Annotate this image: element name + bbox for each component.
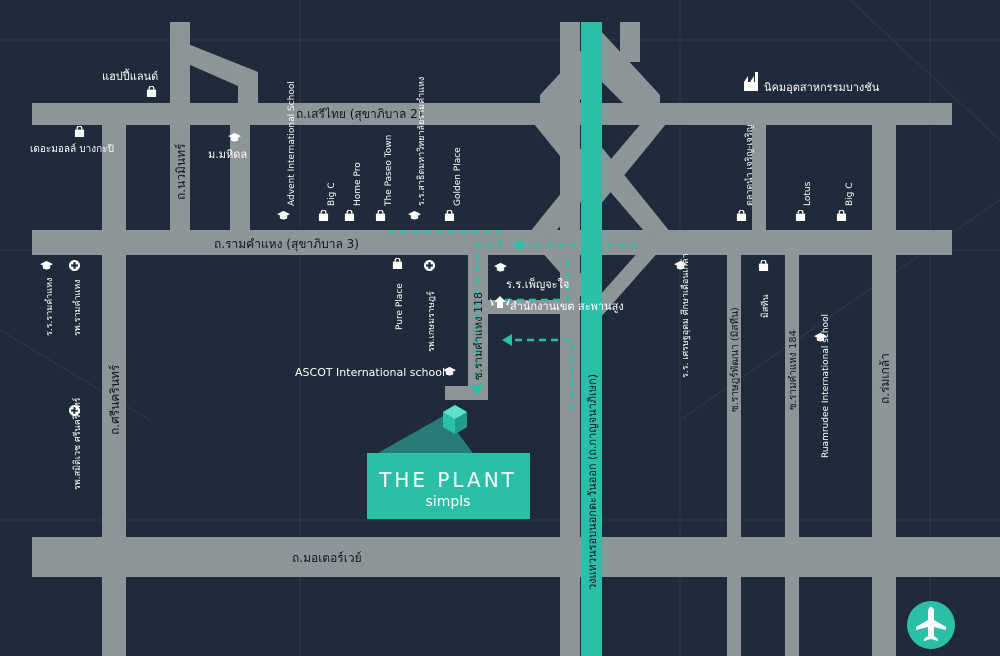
road-label-ramkhamhaeng: ถ.รามคำแหง (สุขาภิบาล 3): [214, 237, 359, 252]
project-badge[interactable]: [367, 453, 530, 519]
road-ramkhamhaeng: [32, 230, 952, 255]
poi-label-happyland: แฮปปี้แลนด์: [102, 68, 158, 83]
poi-label-satit-school: ร.ร.สาธิตมหาวิทยาลัยรามคำแหง: [416, 77, 427, 206]
poi-label-paseo: The Paseo Town: [384, 135, 394, 207]
graduation-cap-icon: [277, 210, 290, 220]
airplane-icon: [907, 601, 955, 649]
hospital-cross-icon: [424, 260, 435, 271]
road-nawamin: [170, 22, 190, 232]
poi-label-advent-school: Advent International School: [287, 81, 297, 206]
road-outer-ring: [581, 22, 602, 656]
road-label-ram-184: ซ.รามคำแหง 184: [788, 330, 799, 410]
route-arrowheads: [470, 239, 522, 396]
shopping-bag-icon: [146, 86, 157, 97]
poi-label-big-c-2: Big C: [845, 182, 855, 206]
road-label-rom-klao: ถ.ร่มเกล้า: [878, 353, 892, 404]
poi-label-ruamrudee-school: Ruamrudee International school: [821, 314, 831, 458]
poi-label-ram-hospital: รพ.รามคำแหง: [72, 279, 83, 336]
road-label-srinakarin: ถ.ศรีนครินทร์: [108, 364, 122, 435]
road-nawamin-branch: [188, 44, 258, 105]
poi-label-homepro: Home Pro: [353, 162, 363, 206]
graduation-cap-icon: [40, 260, 53, 270]
shopping-bag-icon: [392, 258, 403, 269]
project-marker: [378, 405, 480, 463]
poi-label-pure-place: Pure Place: [395, 283, 405, 330]
poi-label-lotus: Lotus: [803, 181, 813, 206]
poi-label-misstine: มิสทีน: [760, 294, 771, 318]
hospital-cross-icon: [69, 260, 80, 271]
poi-label-market: ตลาดนำ เจริญ-เจริญ: [744, 124, 755, 206]
shopping-bag-icon: [318, 210, 329, 221]
shopping-bag-icon: [836, 210, 847, 221]
poi-label-mall-bangkapi: เดอะมอลล์ บางกะปิ: [30, 143, 114, 155]
road-srinakarin: [102, 110, 126, 656]
poi-label-ram-school: ร.ร.รามคำแหง: [44, 278, 55, 336]
shopping-bag-icon: [74, 126, 85, 137]
poi-label-samitivej-hospital: รพ.สมิติเวช ศรีนครินทร์: [71, 397, 83, 490]
road-rat-phatthana: [727, 252, 741, 656]
road-ram-184: [785, 252, 799, 656]
poi-label-mall-bangkapi-text: เดอะมอลล์ บางกะปิ: [30, 143, 114, 155]
graduation-cap-icon: [494, 262, 507, 272]
shopping-bag-icon: [444, 210, 455, 221]
shopping-bag-icon: [758, 260, 769, 271]
road-label-rat-phatthana: ซ.ราษฎร์พัฒนา (มิสทีน): [729, 307, 741, 412]
shopping-bag-icon: [736, 210, 747, 221]
shopping-bag-icon: [344, 210, 355, 221]
shopping-bag-icon: [375, 210, 386, 221]
shopping-bag-icon: [795, 210, 806, 221]
poi-label-mahidol: ม.มหิดล: [208, 148, 247, 161]
factory-icon: [744, 72, 758, 91]
poi-label-district-office: สำนักงานเขต สะพานสูง: [510, 300, 624, 313]
road-motorway: [32, 537, 1000, 577]
road-label-outer-ring: วงแหวนรอบนอกตะวันออก (ถ.กาญจนาภิเษก): [586, 374, 599, 590]
project-subtitle: simpls: [426, 494, 471, 510]
road-label-ram-118: ซ.รามคำแหง 118: [472, 292, 485, 380]
poi-label-school-suan: ร.ร. เศรษฐอุดม ศึกษาเดือนเกล้า: [680, 253, 691, 378]
road-label-motorway: ถ.มอเตอร์เวย์: [292, 551, 362, 565]
road-rom-klao: [872, 110, 896, 656]
road-label-seri-thai: ถ.เสรีไทย (สุขาภิบาล 2): [296, 107, 422, 122]
poi-label-industrial-estate: นิคมอุตสาหกรรมบางชัน: [764, 81, 880, 94]
poi-label-ascot-school: ASCOT International school: [295, 366, 445, 379]
route-arrows: [388, 230, 637, 410]
poi-label-golden-place: Golden Place: [453, 147, 463, 206]
road-label-nawamin: ถ.นวมินทร์: [174, 143, 188, 200]
poi-label-phenyakarn-school: ร.ร.เพ็ญจะใจ: [506, 277, 569, 291]
project-title: THE PLANT: [378, 468, 517, 492]
poi-label-big-c-1: Big C: [327, 182, 337, 206]
government-emblem-icon: [490, 296, 510, 308]
road-network: [32, 22, 1000, 656]
road-seri-thai: [32, 103, 952, 125]
poi-label-kasem-hospital: รพ.เกษมราษฎร์: [425, 291, 437, 352]
graduation-cap-icon: [408, 210, 421, 220]
